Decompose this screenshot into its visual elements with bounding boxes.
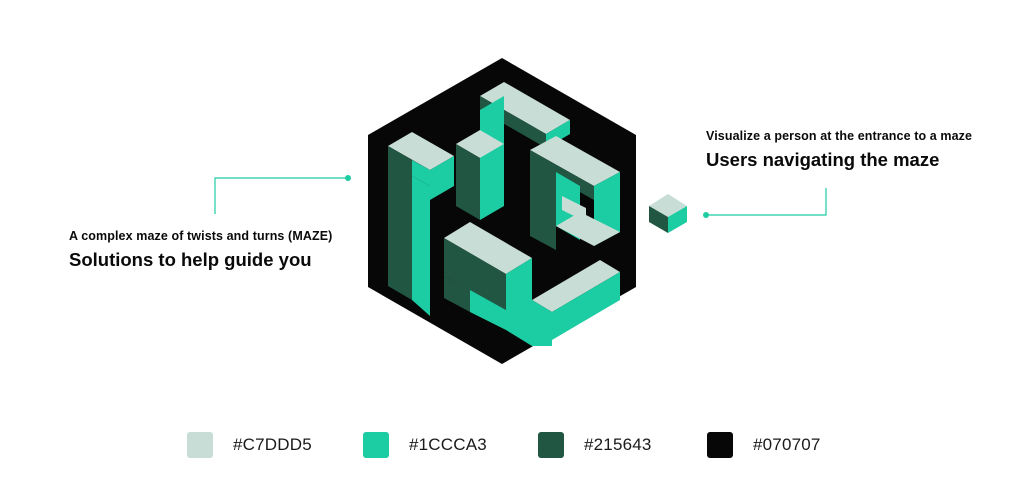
palette-item-light: #C7DDD5 (187, 430, 312, 460)
palette-item-dark: #215643 (538, 430, 652, 460)
callout-left: A complex maze of twists and turns (MAZE… (69, 229, 332, 271)
swatch-black (707, 432, 733, 458)
cube-icon (649, 194, 687, 233)
swatch-accent (363, 432, 389, 458)
palette-item-black: #070707 (707, 430, 821, 460)
callout-left-subtitle: A complex maze of twists and turns (MAZE… (69, 229, 333, 243)
swatch-label-accent: #1CCCA3 (409, 435, 487, 454)
swatch-label-black: #070707 (753, 435, 821, 454)
callout-right: Visualize a person at the entrance to a … (706, 129, 972, 171)
swatch-label-dark: #215643 (584, 435, 652, 454)
swatch-dark (538, 432, 564, 458)
callout-right-title: Users navigating the maze (706, 149, 940, 170)
callout-left-title: Solutions to help guide you (69, 249, 312, 270)
palette-item-accent: #1CCCA3 (363, 430, 487, 460)
color-palette: #C7DDD5 #1CCCA3 #215643 #070707 (0, 430, 1014, 460)
maze-block-center (456, 96, 504, 220)
callout-right-subtitle: Visualize a person at the entrance to a … (706, 129, 973, 143)
swatch-label-light: #C7DDD5 (233, 435, 312, 454)
maze-block-left (388, 132, 454, 316)
maze-block-e (530, 136, 620, 250)
swatch-light (187, 432, 213, 458)
maze-block-bottom (444, 222, 620, 346)
